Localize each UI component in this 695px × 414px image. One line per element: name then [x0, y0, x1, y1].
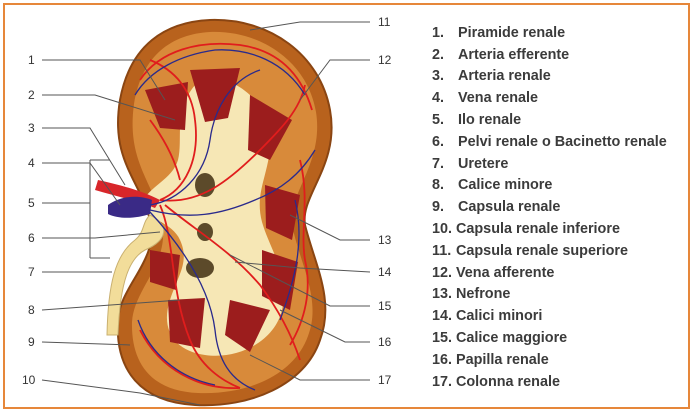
legend-number: 17. — [432, 374, 456, 390]
legend-number: 10. — [432, 221, 456, 237]
legend-label: Vena afferente — [456, 265, 554, 281]
callout-15: 15 — [378, 299, 392, 313]
legend-label: Calice maggiore — [456, 330, 567, 346]
legend-number: 4. — [432, 90, 458, 106]
legend-item: 17.Colonna renale — [432, 371, 667, 393]
legend-number: 9. — [432, 199, 458, 215]
legend-label: Piramide renale — [458, 25, 565, 41]
legend-number: 3. — [432, 68, 458, 84]
legend-item: 9.Capsula renale — [432, 196, 667, 218]
callout-7: 7 — [28, 265, 35, 279]
legend-item: 5.Ilo renale — [432, 109, 667, 131]
callout-5: 5 — [28, 196, 35, 210]
callout-6: 6 — [28, 231, 35, 245]
legend-item: 14.Calici minori — [432, 305, 667, 327]
legend-item: 2.Arteria efferente — [432, 44, 667, 66]
legend-label: Arteria efferente — [458, 47, 569, 63]
callout-14: 14 — [378, 265, 392, 279]
legend-number: 2. — [432, 47, 458, 63]
legend-number: 6. — [432, 134, 458, 150]
legend-number: 7. — [432, 156, 458, 172]
legend-item: 10.Capsula renale inferiore — [432, 218, 667, 240]
callout-11: 11 — [378, 15, 391, 29]
legend-number: 12. — [432, 265, 456, 281]
legend-label: Arteria renale — [458, 68, 551, 84]
callout-2: 2 — [28, 88, 35, 102]
callout-12: 12 — [378, 53, 392, 67]
legend-item: 1.Piramide renale — [432, 22, 667, 44]
legend-label: Uretere — [458, 156, 508, 172]
renal-vein — [108, 197, 152, 218]
legend-number: 13. — [432, 286, 456, 302]
legend-item: 4.Vena renale — [432, 87, 667, 109]
legend-label: Papilla renale — [456, 352, 549, 368]
kidney-diagram: 1 2 3 4 5 6 7 8 9 10 11 12 13 14 15 16 1… — [0, 0, 420, 414]
legend-label: Pelvi renale o Bacinetto renale — [458, 134, 667, 150]
legend-item: 16.Papilla renale — [432, 349, 667, 371]
legend-label: Nefrone — [456, 286, 510, 302]
legend-number: 5. — [432, 112, 458, 128]
callout-3: 3 — [28, 121, 35, 135]
legend-item: 3.Arteria renale — [432, 66, 667, 88]
legend-number: 8. — [432, 177, 458, 193]
callout-17: 17 — [378, 373, 392, 387]
callout-10: 10 — [22, 373, 36, 387]
callout-16: 16 — [378, 335, 392, 349]
legend-label: Ilo renale — [458, 112, 521, 128]
legend-item: 15.Calice maggiore — [432, 327, 667, 349]
legend-number: 11. — [432, 243, 456, 259]
legend-number: 15. — [432, 330, 456, 346]
legend-item: 11.Capsula renale superiore — [432, 240, 667, 262]
legend-label: Vena renale — [458, 90, 538, 106]
legend-item: 13.Nefrone — [432, 284, 667, 306]
legend-item: 12.Vena afferente — [432, 262, 667, 284]
callout-1: 1 — [28, 53, 35, 67]
legend-item: 7.Uretere — [432, 153, 667, 175]
legend-number: 16. — [432, 352, 456, 368]
legend-list: 1.Piramide renale 2.Arteria efferente 3.… — [432, 22, 667, 393]
legend-label: Capsula renale superiore — [456, 243, 628, 259]
callout-8: 8 — [28, 303, 35, 317]
callout-9: 9 — [28, 335, 35, 349]
legend-item: 8.Calice minore — [432, 175, 667, 197]
legend-label: Colonna renale — [456, 374, 560, 390]
legend-number: 1. — [432, 25, 458, 41]
callout-13: 13 — [378, 233, 392, 247]
legend-label: Calici minori — [456, 308, 542, 324]
legend-label: Calice minore — [458, 177, 552, 193]
legend-item: 6.Pelvi renale o Bacinetto renale — [432, 131, 667, 153]
legend-label: Capsula renale — [458, 199, 560, 215]
legend-number: 14. — [432, 308, 456, 324]
callout-4: 4 — [28, 156, 35, 170]
legend-label: Capsula renale inferiore — [456, 221, 620, 237]
